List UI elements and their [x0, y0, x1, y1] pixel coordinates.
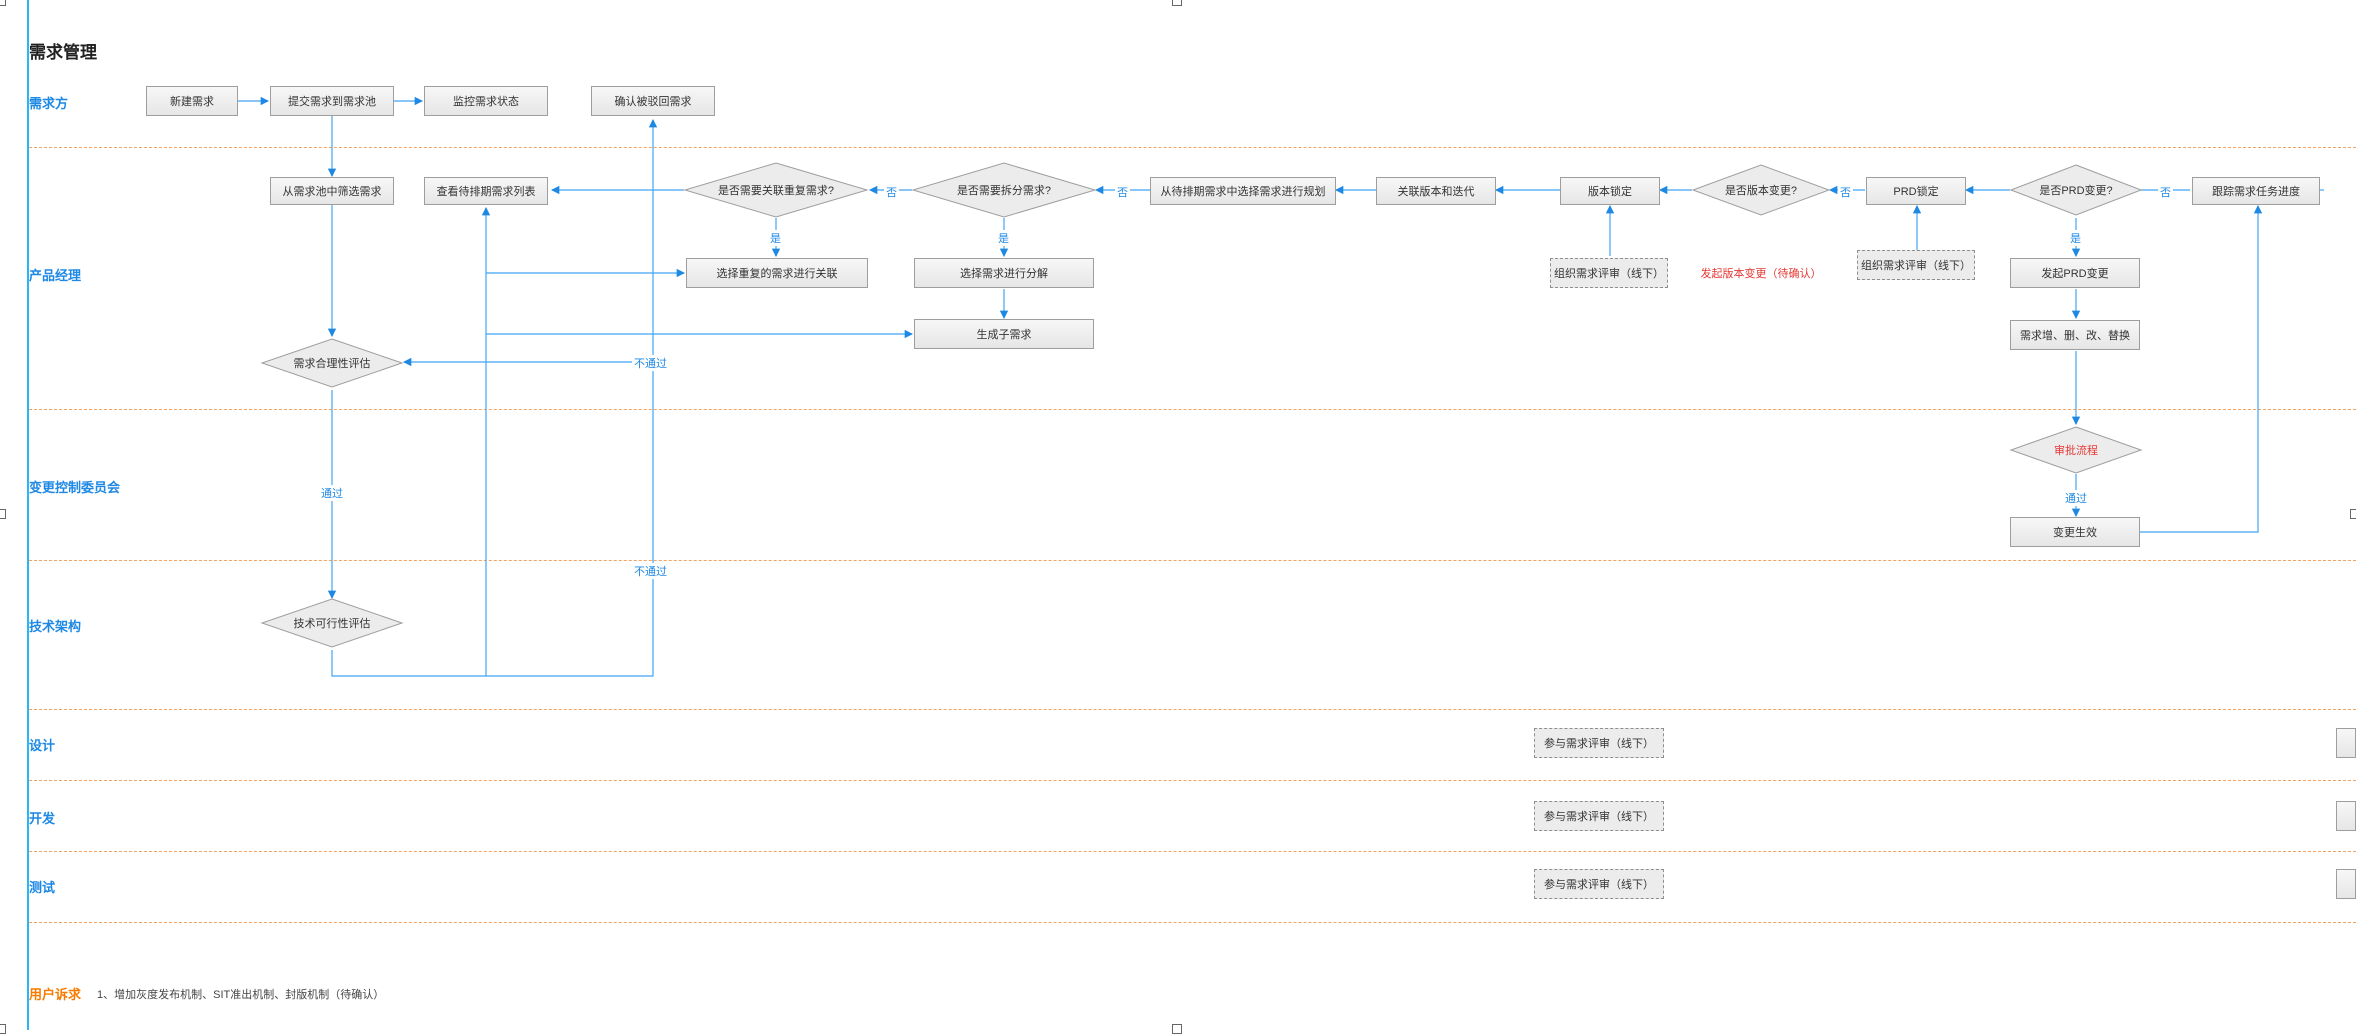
lane-separator [29, 560, 2356, 561]
node-test-review[interactable]: 参与需求评审（线下） [1534, 869, 1664, 899]
node-dev-review[interactable]: 参与需求评审（线下） [1534, 801, 1664, 831]
lane-separator [29, 780, 2356, 781]
decision-label: 是否版本变更? [1724, 185, 1798, 197]
node-change-effective[interactable]: 变更生效 [2010, 517, 2140, 547]
edge-label-yes: 是 [2068, 230, 2083, 246]
decision-label: 需求合理性评估 [293, 358, 371, 370]
node-cropped[interactable] [2336, 801, 2356, 831]
node-select-split[interactable]: 选择需求进行分解 [914, 258, 1094, 288]
decision-feasibility[interactable] [260, 598, 404, 648]
node-prd-lock[interactable]: PRD锁定 [1866, 177, 1966, 205]
resize-handle[interactable] [0, 0, 6, 6]
decision-link-duplicate[interactable] [683, 162, 869, 218]
edge [331, 118, 658, 677]
node-version-lock[interactable]: 版本锁定 [1560, 177, 1660, 205]
user-demand-note: 1、增加灰度发布机制、SIT准出机制、封版机制（待确认） [97, 989, 385, 1001]
lane-demand-side: 需求方 [29, 96, 69, 111]
lane-test: 测试 [29, 880, 56, 895]
node-cropped[interactable] [2336, 869, 2356, 899]
edge-label-pass: 通过 [319, 485, 345, 501]
node-submit-to-pool[interactable]: 提交需求到需求池 [270, 86, 394, 116]
node-select-plan[interactable]: 从待排期需求中选择需求进行规划 [1150, 177, 1336, 205]
edge-label-no: 否 [1838, 184, 1853, 200]
node-confirm-rejected[interactable]: 确认被驳回需求 [591, 86, 715, 116]
edge-label-fail: 不通过 [632, 355, 669, 371]
node-req-crud[interactable]: 需求增、删、改、替换 [2010, 320, 2140, 350]
node-cropped[interactable] [2336, 728, 2356, 758]
node-select-dup-link[interactable]: 选择重复的需求进行关联 [686, 258, 868, 288]
edge-label-yes: 是 [996, 230, 1011, 246]
edge-label-no: 否 [884, 184, 899, 200]
decision-version-change[interactable] [1691, 164, 1831, 216]
lane-tech-arch: 技术架构 [29, 619, 82, 634]
resize-handle[interactable] [1172, 0, 1182, 6]
lane-product-manager: 产品经理 [29, 268, 82, 283]
decision-label: 是否需要拆分需求? [956, 185, 1052, 197]
node-review-offline-prd[interactable]: 组织需求评审（线下） [1857, 250, 1975, 280]
page-title: 需求管理 [29, 43, 97, 62]
node-launch-prd-change[interactable]: 发起PRD变更 [2010, 258, 2140, 288]
decision-approval[interactable] [2009, 426, 2143, 474]
node-design-review[interactable]: 参与需求评审（线下） [1534, 728, 1664, 758]
decision-split[interactable] [911, 162, 1097, 218]
decision-label: 是否PRD变更? [2039, 185, 2113, 197]
node-monitor-status[interactable]: 监控需求状态 [424, 86, 548, 116]
decision-rationality[interactable] [260, 338, 404, 388]
resize-handle[interactable] [2350, 509, 2356, 519]
node-track-progress[interactable]: 跟踪需求任务进度 [2192, 177, 2320, 205]
lane-dev: 开发 [29, 811, 56, 826]
node-launch-version-change[interactable]: 发起版本变更（待确认） [1700, 268, 1822, 280]
decision-prd-change[interactable] [2009, 164, 2143, 216]
lane-separator [29, 147, 2356, 148]
decision-label: 是否需要关联重复需求? [717, 185, 835, 197]
node-review-offline[interactable]: 组织需求评审（线下） [1550, 258, 1668, 288]
left-border-line [27, 0, 29, 1030]
node-link-version[interactable]: 关联版本和迭代 [1376, 177, 1496, 205]
edge-label-no: 否 [2158, 184, 2173, 200]
edge-label-pass: 通过 [2063, 490, 2089, 506]
lane-separator [29, 409, 2356, 410]
edge [2140, 204, 2263, 533]
edge-label-no: 否 [1115, 184, 1130, 200]
node-view-pending[interactable]: 查看待排期需求列表 [424, 177, 548, 205]
node-filter-pool[interactable]: 从需求池中筛选需求 [270, 177, 394, 205]
lane-separator [29, 922, 2356, 923]
lane-separator [29, 851, 2356, 852]
decision-label: 技术可行性评估 [293, 618, 371, 630]
decision-label: 审批流程 [2054, 445, 2098, 457]
lane-separator [29, 709, 2356, 710]
lane-design: 设计 [29, 738, 56, 753]
resize-handle[interactable] [0, 509, 6, 519]
lane-ccb: 变更控制委员会 [29, 480, 121, 495]
edge-label-yes: 是 [768, 230, 783, 246]
node-new-requirement[interactable]: 新建需求 [146, 86, 238, 116]
lane-user-demand: 用户诉求 [29, 987, 82, 1002]
edge-label-fail: 不通过 [632, 563, 669, 579]
node-generate-sub[interactable]: 生成子需求 [914, 319, 1094, 349]
